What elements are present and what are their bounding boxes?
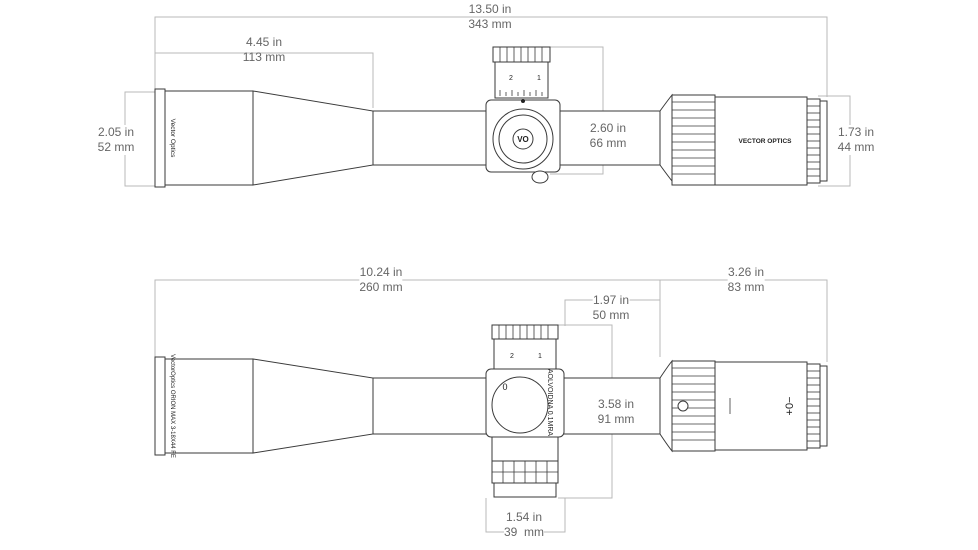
objective-ring-top	[154, 88, 166, 188]
overall-length-mm: 343 mm	[468, 17, 512, 31]
saddle-indicator-dot	[521, 99, 525, 103]
objective-section-in: 4.45 in	[245, 35, 283, 49]
elevation-number-2-side: 2	[510, 353, 514, 360]
elevation-number-2-top: 2	[509, 75, 513, 82]
turret-width-in: 3.58 in	[597, 397, 635, 411]
elevation-dial-ticks-top	[499, 90, 543, 96]
windage-base-side	[493, 482, 557, 498]
side-turret-mark: 0	[502, 382, 507, 392]
objective-ring-side	[154, 356, 166, 456]
elevation-cap-top	[492, 46, 551, 63]
eyepiece-diameter-mm: 44 mm	[837, 140, 875, 154]
magnification-ring-knurl-top	[672, 101, 715, 175]
magnification-ring-knurl-side	[672, 367, 715, 441]
elevation-cap-knurl	[499, 47, 543, 62]
turret-offset-mm: 50 mm	[592, 308, 630, 322]
objective-diameter-label: 2.05 in 52 mm	[97, 125, 135, 155]
turret-width-mm: 91 mm	[597, 412, 635, 426]
diopter-knurl-side	[807, 370, 820, 442]
focus-symbol-text: +0−	[784, 397, 796, 416]
objective-model-text: VectorOptics ORION MAX 3-18X44 FE	[169, 354, 175, 458]
eyepiece-length-in: 3.26 in	[727, 265, 765, 279]
eyepiece-length-label: 3.26 in 83 mm	[727, 265, 765, 295]
power-ring-top	[659, 93, 673, 183]
objective-taper-side	[252, 358, 374, 454]
front-length-mm: 260 mm	[359, 280, 403, 294]
ring-logo-badge-side	[677, 400, 689, 412]
eyepiece-end-top	[819, 100, 828, 182]
objective-section-label: 4.45 in 113 mm	[243, 35, 285, 65]
windage-dial-side	[491, 436, 559, 462]
objective-diameter-in: 2.05 in	[97, 125, 135, 139]
scope-top-view: Vector Optics VECTOR OPTICS	[154, 46, 828, 188]
eyepiece-diameter-in: 1.73 in	[837, 125, 875, 139]
objective-taper-top	[252, 90, 374, 186]
saddle-logo-badge	[512, 128, 534, 150]
objective-brand-text: Vector Optics	[169, 119, 176, 158]
windage-turret-face	[491, 376, 549, 434]
illumination-knob-top	[531, 170, 549, 184]
front-length-in: 10.24 in	[359, 265, 403, 279]
objective-section-line	[155, 52, 374, 108]
turret-offset-label: 1.97 in 50 mm	[592, 293, 630, 323]
turret-height-label: 2.60 in 66 mm	[589, 121, 627, 151]
overall-length-in: 13.50 in	[468, 2, 512, 16]
side-turret-text: AOLVOIDNA 0.1MRAD	[546, 369, 553, 441]
diopter-knurl-top	[807, 105, 820, 177]
turret-height-in: 2.60 in	[589, 121, 627, 135]
magnification-ring-top	[671, 94, 716, 186]
front-length-line	[154, 279, 660, 357]
saddle-width-mm: 39 mm	[503, 525, 545, 539]
saddle-width-in: 1.54 in	[505, 510, 543, 524]
front-length-label: 10.24 in 260 mm	[359, 265, 403, 295]
elevation-dial-side	[493, 338, 557, 370]
turret-height-mm: 66 mm	[589, 136, 627, 150]
elevation-cap-knurl-side	[498, 325, 549, 339]
objective-section-mm: 113 mm	[242, 50, 286, 64]
scope-side-view: VectorOptics ORION MAX 3-18X44 FE +0−	[154, 324, 828, 498]
eyepiece-brand-text: VECTOR OPTICS	[739, 138, 793, 145]
objective-diameter-mm: 52 mm	[97, 140, 135, 154]
elevation-number-1-top: 1	[537, 75, 541, 82]
overall-length-label: 13.50 in 343 mm	[468, 2, 511, 32]
saddle-logo-text: VO	[517, 135, 529, 144]
eyepiece-end-side	[819, 365, 828, 447]
turret-offset-in: 1.97 in	[592, 293, 630, 307]
objective-bell-side	[164, 358, 254, 454]
elevation-number-1-side: 1	[538, 353, 542, 360]
turret-width-label: 3.58 in 91 mm	[597, 397, 635, 427]
windage-cap-grid	[492, 461, 558, 483]
saddle-width-label: 1.54 in 39 mm	[503, 510, 545, 540]
elevation-dial-top	[494, 61, 549, 99]
power-ring-side	[659, 359, 673, 453]
objective-bell-top	[164, 90, 254, 186]
eyepiece-length-mm: 83 mm	[727, 280, 765, 294]
eyepiece-diameter-label: 1.73 in 44 mm	[837, 125, 875, 155]
